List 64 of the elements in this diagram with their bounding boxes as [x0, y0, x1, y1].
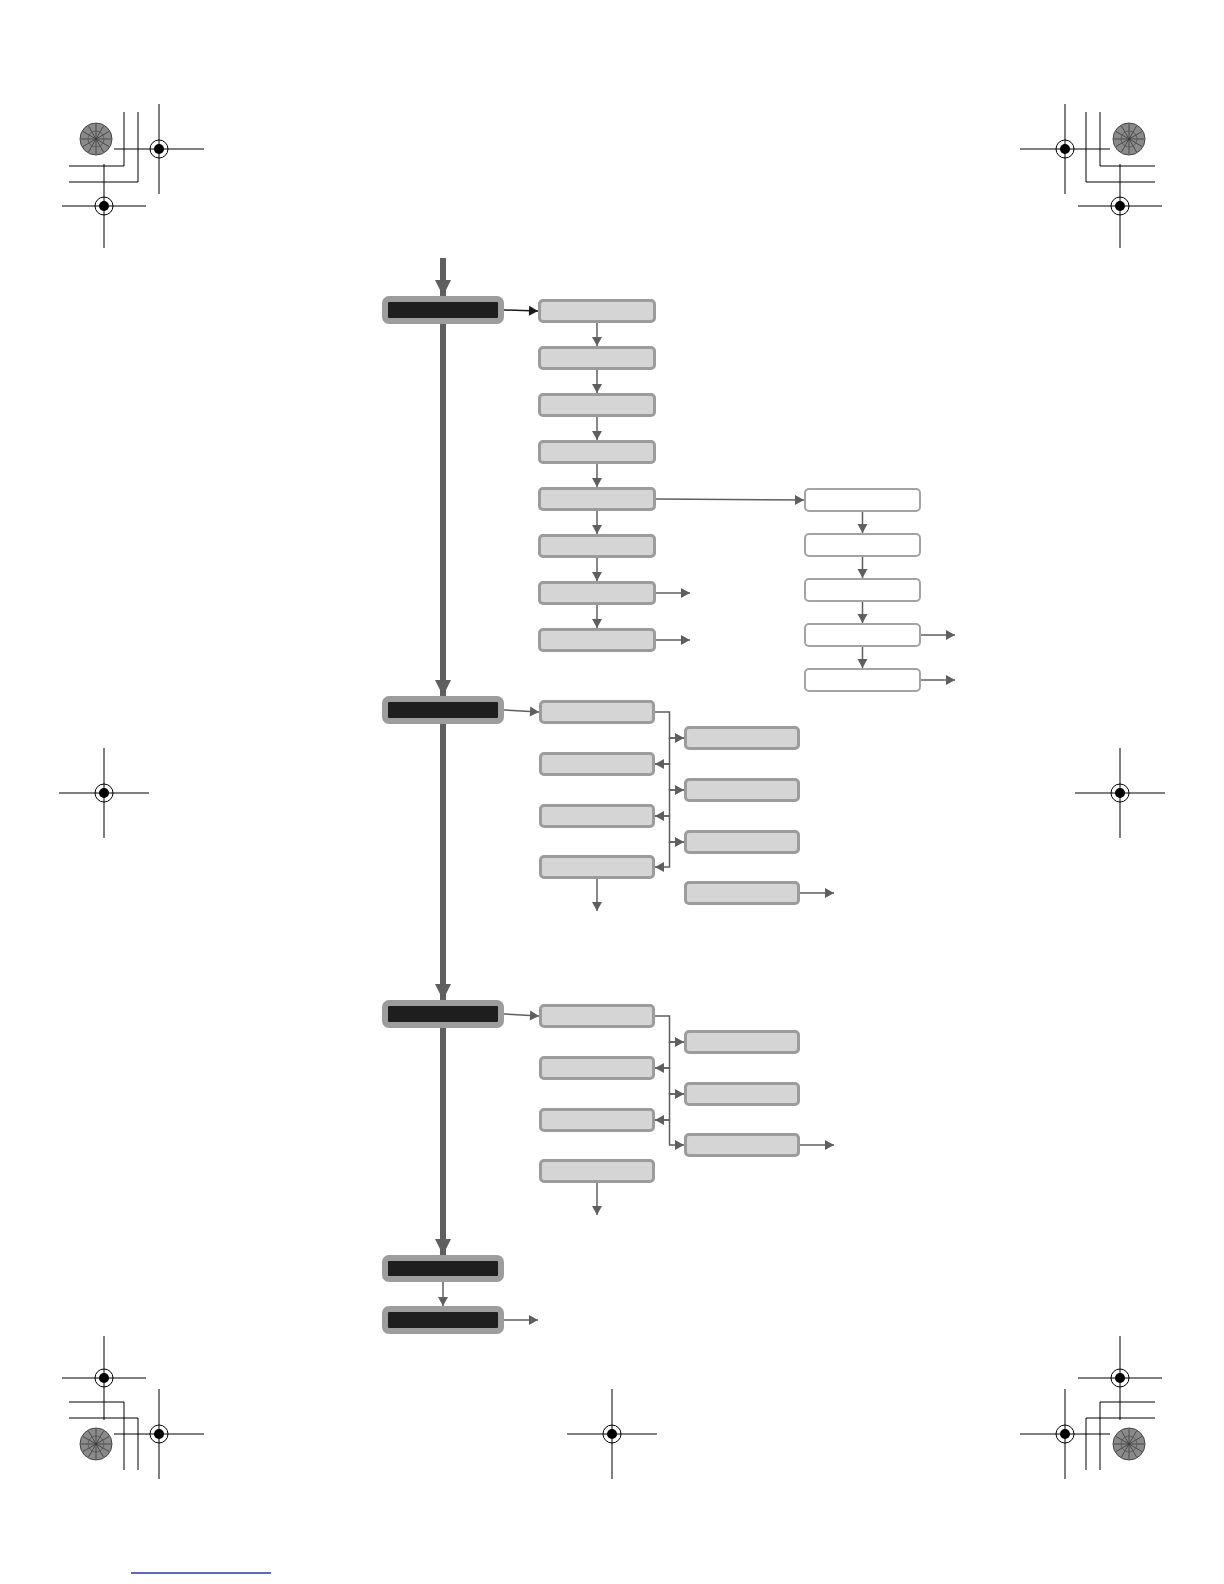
submenu-item-box: [804, 623, 921, 647]
menu-item-box: [539, 1056, 655, 1080]
arrow: [655, 494, 805, 505]
submenu-item-box: [804, 668, 921, 692]
menu-item-box: [539, 855, 655, 879]
arrow: [592, 369, 602, 394]
arrow: [592, 322, 602, 347]
arrow: [438, 1281, 448, 1307]
arrow: [655, 635, 691, 645]
arrow: [592, 510, 602, 535]
menu-item-box: [538, 393, 656, 417]
menu-item-box: [684, 1030, 800, 1054]
menu-item-box: [684, 881, 800, 905]
highlighted-menu-box: [382, 296, 504, 324]
arrow: [920, 675, 956, 685]
highlighted-menu-box: [382, 1306, 504, 1334]
menu-item-box: [539, 1159, 655, 1183]
arrow: [920, 630, 956, 640]
arrow: [655, 588, 691, 598]
menu-item-box: [684, 726, 800, 750]
menu-item-box: [538, 487, 656, 511]
menu-item-box: [538, 628, 656, 652]
submenu-item-box: [804, 488, 921, 512]
arrow: [592, 604, 602, 629]
menu-item-box: [684, 778, 800, 802]
menu-item-box: [684, 1082, 800, 1106]
arrow: [857, 646, 868, 669]
arrow: [857, 556, 868, 579]
menu-item-box: [538, 440, 656, 464]
menu-item-box: [684, 1133, 800, 1157]
highlighted-menu-box: [382, 1255, 504, 1282]
menu-item-box: [539, 752, 655, 776]
arrow: [503, 1010, 540, 1021]
arrow: [592, 463, 602, 488]
highlighted-menu-box: [382, 1000, 504, 1028]
menu-item-box: [539, 804, 655, 828]
submenu-item-box: [804, 533, 921, 557]
menu-item-box: [539, 700, 655, 724]
arrow: [592, 416, 602, 441]
arrow: [435, 724, 451, 1000]
arrow: [799, 888, 835, 898]
menu-item-box: [538, 581, 656, 605]
menu-item-box: [539, 1108, 655, 1132]
arrow: [503, 305, 539, 316]
menu-item-box: [539, 1004, 655, 1028]
arrow: [799, 1140, 835, 1150]
arrow: [503, 706, 540, 717]
arrow: [592, 1182, 602, 1216]
highlighted-menu-box: [382, 696, 504, 724]
arrow: [503, 1315, 539, 1325]
arrow: [592, 878, 602, 912]
arrow: [435, 324, 451, 696]
arrow: [654, 1119, 685, 1150]
arrow: [592, 557, 602, 582]
arrow: [857, 601, 868, 624]
menu-item-box: [684, 830, 800, 854]
arrow: [654, 841, 685, 872]
arrow: [435, 1028, 451, 1255]
menu-item-box: [538, 534, 656, 558]
arrow: [857, 511, 868, 534]
menu-item-box: [538, 299, 656, 323]
arrow: [435, 258, 451, 296]
submenu-item-box: [804, 578, 921, 602]
menu-item-box: [538, 346, 656, 370]
